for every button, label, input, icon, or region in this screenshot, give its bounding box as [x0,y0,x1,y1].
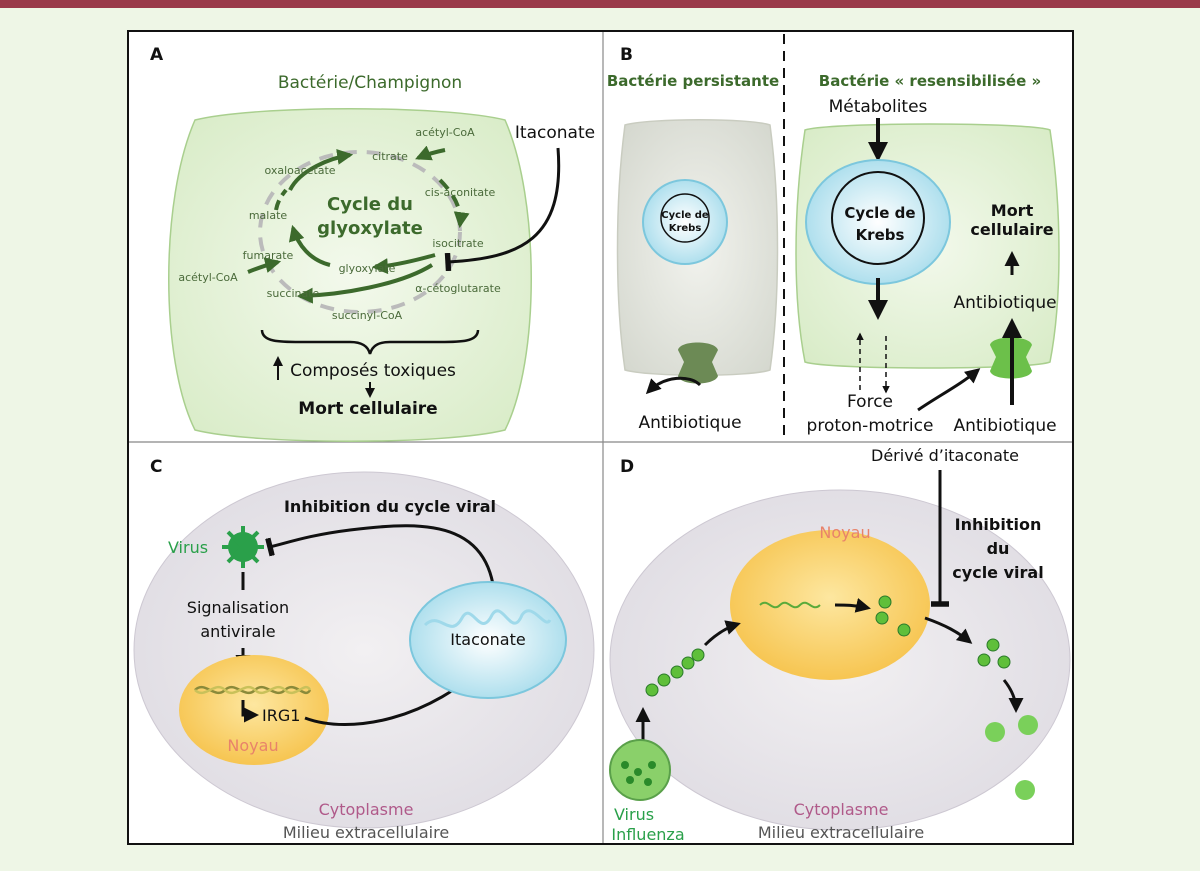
extracellular-label-c: Milieu extracellulaire [283,823,449,842]
label-acetyl-coa-top: acétyl-CoA [415,126,475,139]
inhibition-line2-d: du [987,539,1010,558]
label-succinate: succinate [267,287,320,300]
antibiotic-mid-label: Antibiotique [953,293,1056,313]
panel-letter-a: A [150,45,164,65]
toxic-brace [260,329,480,355]
label-acetyl-coa-left: acétyl-CoA [178,271,238,284]
force-line2: proton-motrice [807,416,934,436]
panel-letter-b: B [620,45,633,65]
itaconate-inhibition-arrow [444,147,561,272]
bacterium-shape-a [168,108,532,442]
label-succinyl-coa: succinyl-CoA [332,309,403,322]
inhibition-label-c: Inhibition du cycle viral [284,497,496,516]
entering-rnps [645,648,705,697]
label-malate: malate [249,209,288,222]
signal-line1: Signalisation [187,598,289,617]
arrow-acetylcoa-malate [247,257,282,274]
arrow-glyoxylate-malate [288,224,331,267]
virus-c [222,526,264,568]
force-line1: Force [847,392,893,412]
mitochondrion-c [409,581,567,699]
death-line1-b: Mort [991,201,1034,220]
influenza-virus [609,739,671,801]
persistent-title: Bactérie persistante [607,72,779,90]
death-line2-b: cellulaire [970,220,1053,239]
dna-strand-2 [194,685,312,695]
metabolites-label: Métabolites [829,97,928,117]
itaconate-label-c: Itaconate [450,630,525,649]
irg1-label: IRG1 [262,706,300,725]
assembly-arrow [1002,679,1024,713]
nucleus-label-d: Noyau [819,523,870,542]
ribonucleoproteins-nucleus [875,595,911,637]
irg1-transcription-arrow [241,700,259,723]
arrow-cis-isocitrate [438,178,470,229]
organism-label: Bactérie/Champignon [278,73,462,93]
cytoplasm-label-c: Cytoplasme [319,800,414,819]
label-fumarate: fumarate [243,249,294,262]
antibiotic-efflux-arrow [645,376,702,395]
small-krebs: Cycle de Krebs [642,179,728,265]
arrow-malate-oxaloacetate [274,188,288,211]
label-citrate: citrate [372,150,408,163]
panel-a: A Bactérie/Champignon Itaconate acétyl-C… [150,45,595,442]
rna-replication-arrow [834,597,871,613]
cell-death-label-a: Mort cellulaire [298,399,437,419]
panel-letter-d: D [620,457,634,477]
label-cis-aconitate: cis-aconitate [425,186,496,199]
label-alpha-ketoglutarate: α-cétoglutarate [415,282,501,295]
panel-c: C Inhibition du cycle viral Virus Signal… [133,457,595,842]
pmf-to-porin-arrow [917,368,981,412]
krebs-small-line1: Cycle de [661,210,709,221]
antibiotic-right-label: Antibiotique [953,416,1056,436]
panel-d: D Dérivé d’itaconate Inhibition du cycle… [609,446,1071,844]
krebs-large-line2: Krebs [856,226,905,244]
inhibition-line1-d: Inhibition [955,515,1042,534]
krebs-small-line2: Krebs [669,223,702,234]
krebs-dashed-ring [258,150,462,314]
nucleus-d [730,530,930,680]
virus-label-c: Virus [168,538,208,557]
virus-label-d2: Influenza [611,825,684,844]
large-krebs: Cycle de Krebs [805,159,951,285]
extracellular-label-d: Milieu extracellulaire [758,823,924,842]
arrow-acetylcoa-citrate [415,145,446,161]
itaconate-label-a: Itaconate [515,123,595,143]
label-oxaloacetate: oxaloacetate [264,164,335,177]
itaconate-inhibition-arrow-c [265,524,497,621]
top-accent-bar [0,0,1200,8]
cytoplasm-label-d: Cytoplasme [794,800,889,819]
krebs-large-line1: Cycle de [844,204,915,222]
arrow-oxaloacetate-citrate [288,148,354,192]
label-isocitrate: isocitrate [432,237,484,250]
arrow-isocitrate-succinate [296,263,434,304]
efflux-pump-left [678,342,718,384]
inhibition-line3-d: cycle viral [952,563,1043,582]
panel-b: B Bactérie persistante Cycle de Krebs An… [607,45,1060,436]
cycle-title-line2: glyoxylate [317,218,423,239]
signal-line2: antivirale [200,622,275,641]
virus-label-d1: Virus [614,805,654,824]
nucleus-label-c: Noyau [227,736,278,755]
ribonucleoproteins-cytoplasm [977,638,1011,669]
antibiotic-left-label: Antibiotique [638,413,741,433]
cycle-title-line1: Cycle du [327,194,413,215]
export-arrow [924,616,973,644]
import-arrow [703,620,741,647]
arrow-isocitrate-glyoxylate [371,253,436,275]
derivative-label: Dérivé d’itaconate [871,446,1019,465]
panel-letter-c: C [150,457,162,477]
viral-rna [759,601,821,609]
label-glyoxylate: glyoxylate [339,262,396,275]
new-virions [985,715,1038,800]
toxic-compounds-label: Composés toxiques [290,361,456,381]
resensitized-title: Bactérie « resensibilisée » [819,72,1041,90]
